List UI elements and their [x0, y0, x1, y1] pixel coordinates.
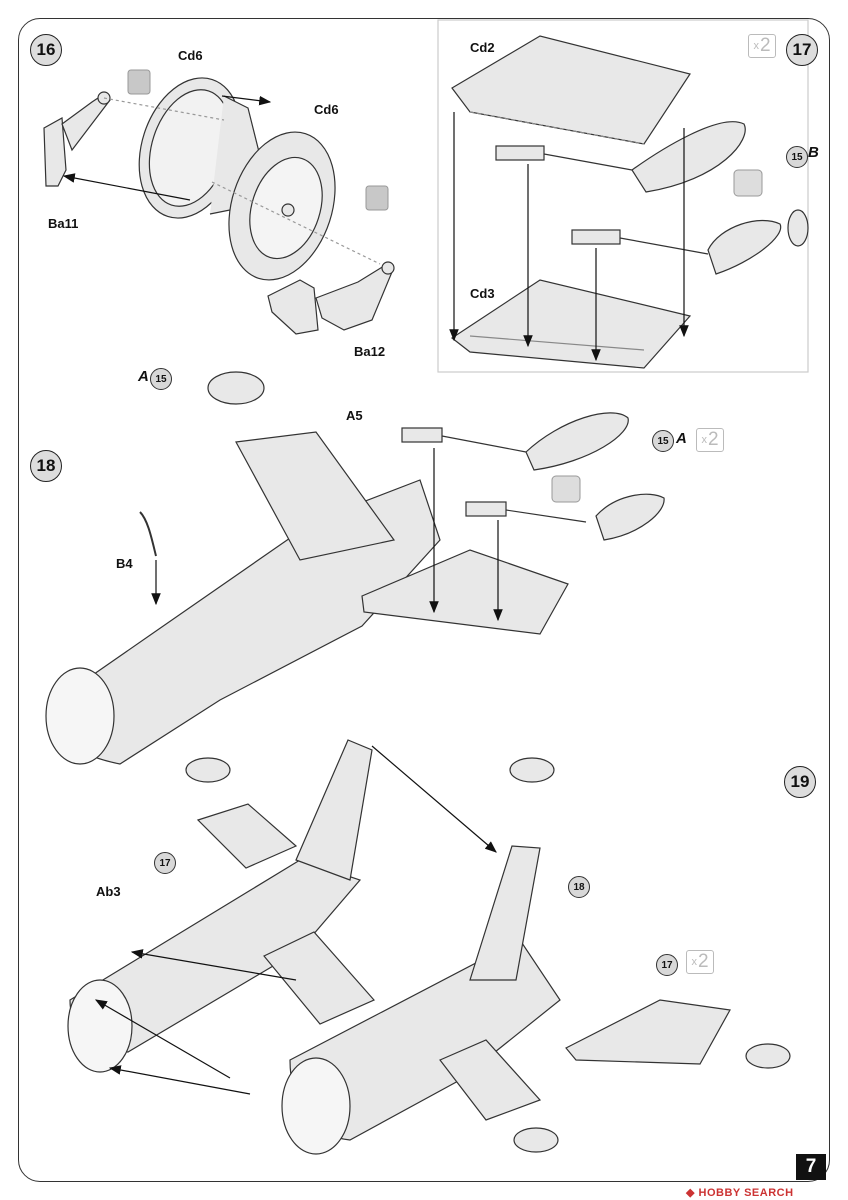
ref-17-badge: 17 — [656, 954, 678, 976]
watermark: ◆ HOBBY SEARCH — [686, 1187, 794, 1199]
ref-17-badge: 17 — [154, 852, 176, 874]
ref-letter-a: A — [676, 430, 687, 447]
page-frame — [18, 18, 830, 1182]
flip-icon — [551, 169, 763, 503]
glue-icon — [127, 69, 389, 211]
step19-drawing — [67, 739, 791, 1155]
step17-drawing — [437, 19, 809, 373]
part-b4-label: B4 — [116, 556, 133, 571]
step16-drawing — [43, 77, 395, 335]
part-cd3-label: Cd3 — [470, 286, 495, 301]
ref-15-badge: 15 — [652, 430, 674, 452]
part-ba11-label: Ba11 — [48, 216, 79, 231]
part-cd6-label: Cd6 — [314, 102, 339, 117]
part-cd2-label: Cd2 — [470, 40, 495, 55]
part-a5-label: A5 — [346, 408, 363, 423]
ref-15-badge: 15 — [150, 368, 172, 390]
step-17-badge: 17 — [786, 34, 818, 66]
page-number: 7 — [796, 1154, 826, 1180]
step-18-badge: 18 — [30, 450, 62, 482]
step18-drawing — [45, 371, 665, 765]
watermark-logo-icon: ◆ — [686, 1187, 699, 1199]
part-ab3-label: Ab3 — [96, 884, 121, 899]
part-cd6-label: Cd6 — [178, 48, 203, 63]
step-19-badge: 19 — [784, 766, 816, 798]
ref-15-badge: 15 — [786, 146, 808, 168]
ref-18-badge: 18 — [568, 876, 590, 898]
ref-letter-a: A — [138, 368, 149, 385]
step-16-badge: 16 — [30, 34, 62, 66]
ref-letter-b: B — [808, 144, 819, 161]
part-ba12-label: Ba12 — [354, 344, 386, 359]
